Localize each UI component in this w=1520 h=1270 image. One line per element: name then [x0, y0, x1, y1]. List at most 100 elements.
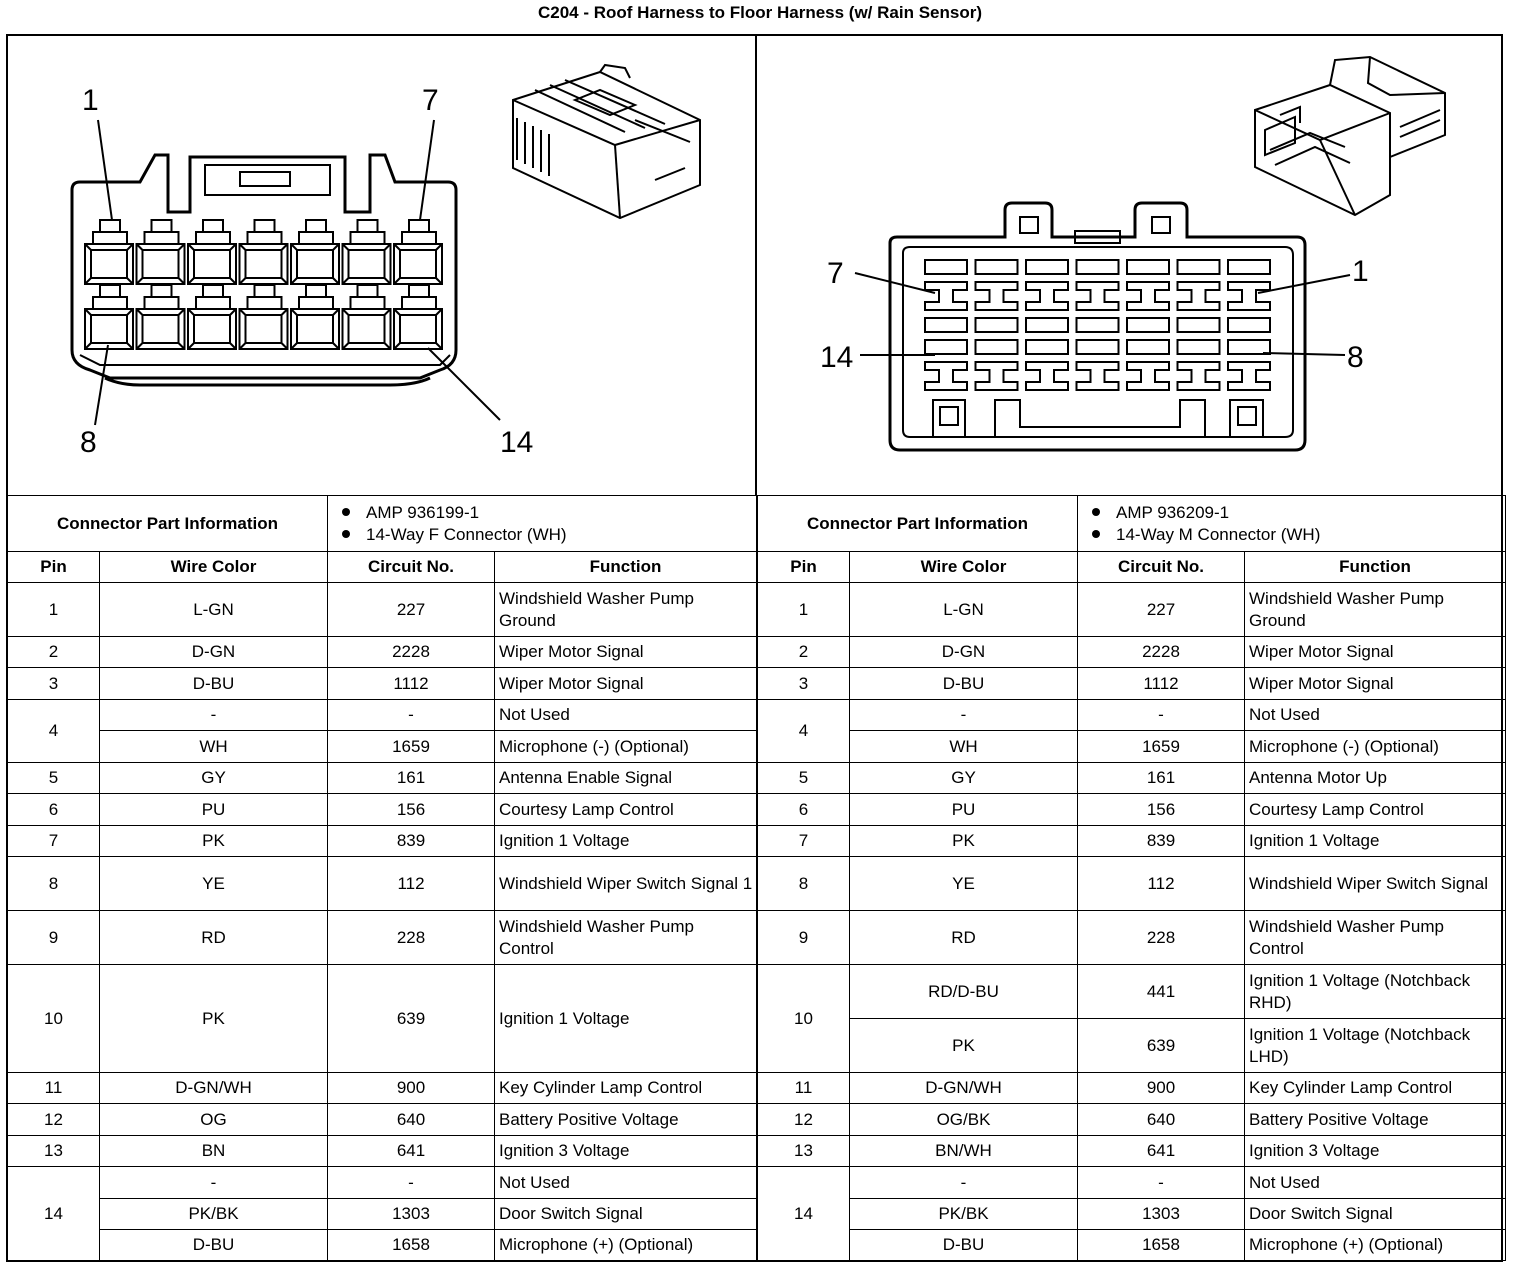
circuit-cell: 640: [327, 1103, 495, 1136]
table-row: 6 PU 156 Courtesy Lamp Control: [757, 793, 1506, 826]
male-connector-isometric-icon: [1254, 55, 1446, 217]
function-cell: Microphone (+) (Optional): [494, 1229, 757, 1261]
bullet-icon: [1092, 508, 1100, 517]
function-cell: Ignition 1 Voltage (Notchback LHD): [1244, 1018, 1506, 1073]
terminal-cavity: [393, 284, 443, 350]
circuit-cell: 1303: [327, 1198, 495, 1230]
circuit-cell: 641: [1077, 1135, 1245, 1167]
wire-color-cell: WH: [99, 730, 328, 763]
header-pin: Pin: [7, 551, 100, 583]
pin-cell: 4: [7, 699, 100, 763]
wire-color-cell: OG/BK: [849, 1103, 1078, 1136]
wire-color-cell: D-BU: [849, 1229, 1078, 1261]
function-cell: Windshield Wiper Switch Signal 1: [494, 856, 757, 911]
function-cell: Wiper Motor Signal: [494, 667, 757, 700]
female-connector-isometric-icon: [512, 63, 701, 220]
connector-type: 14-Way F Connector (WH): [366, 524, 567, 544]
table-row: 2 D-GN 2228 Wiper Motor Signal: [757, 636, 1506, 668]
header-wire-color: Wire Color: [99, 551, 328, 583]
circuit-cell: -: [1077, 1166, 1245, 1199]
circuit-cell: 156: [1077, 793, 1245, 826]
terminal-blade: [1075, 339, 1120, 391]
pin-label-1: 1: [82, 84, 99, 117]
function-cell: Key Cylinder Lamp Control: [494, 1072, 757, 1104]
function-cell: Windshield Washer Pump Control: [494, 910, 757, 965]
terminal-blade: [924, 339, 968, 391]
header-function: Function: [1244, 551, 1506, 583]
function-cell: Not Used: [1244, 699, 1506, 731]
part-info-label: Connector Part Information: [757, 495, 1078, 552]
pin-cell: 6: [757, 793, 850, 826]
left-connector-table: Connector Part Information AMP 936199-1 …: [7, 495, 757, 1261]
pin-cell: 10: [757, 964, 850, 1073]
terminal-blade: [1025, 339, 1069, 391]
bullet-icon: [342, 530, 350, 539]
function-cell: Door Switch Signal: [1244, 1198, 1506, 1230]
function-cell: Courtesy Lamp Control: [1244, 793, 1506, 826]
wire-color-cell: -: [849, 699, 1078, 731]
terminal-blade: [974, 259, 1019, 333]
circuit-cell: 640: [1077, 1103, 1245, 1136]
terminal-cavity: [187, 284, 237, 350]
pin-cell: 7: [7, 825, 100, 857]
wire-color-cell: PU: [849, 793, 1078, 826]
function-cell: Wiper Motor Signal: [1244, 667, 1506, 700]
pin-cell: 7: [757, 825, 850, 857]
function-cell: Ignition 1 Voltage (Notchback RHD): [1244, 964, 1506, 1019]
table-row: 3 D-BU 1112 Wiper Motor Signal: [757, 667, 1506, 700]
connector-type: 14-Way M Connector (WH): [1116, 524, 1321, 544]
wire-color-cell: D-GN: [99, 636, 328, 668]
table-row: D-BU 1658 Microphone (+) (Optional): [758, 1229, 1506, 1261]
wire-color-cell: BN: [99, 1135, 328, 1167]
terminal-cavity: [238, 219, 289, 285]
pin-cell: 10: [7, 964, 100, 1073]
header-pin: Pin: [757, 551, 850, 583]
table-row: 10 PK 639 Ignition 1 Voltage: [7, 964, 757, 1073]
right-connector-table: Connector Part Information AMP 936209-1 …: [757, 495, 1506, 1261]
function-cell: Battery Positive Voltage: [1244, 1103, 1506, 1136]
table-row: 1 L-GN 227 Windshield Washer Pump Ground: [757, 582, 1506, 637]
terminal-blade: [1126, 339, 1170, 391]
pin-cell: 3: [7, 667, 100, 700]
function-cell: Not Used: [494, 699, 757, 731]
terminal-cavity: [187, 219, 237, 285]
function-cell: Windshield Washer Pump Control: [1244, 910, 1506, 965]
wire-color-cell: OG: [99, 1103, 328, 1136]
table-row: PK/BK 1303 Door Switch Signal: [758, 1198, 1506, 1230]
circuit-cell: 228: [327, 910, 495, 965]
function-cell: Wiper Motor Signal: [494, 636, 757, 668]
header-wire-color: Wire Color: [849, 551, 1078, 583]
wire-color-cell: PK: [849, 825, 1078, 857]
terminal-cavity: [341, 219, 392, 285]
circuit-cell: 1659: [327, 730, 495, 763]
pin-label-7: 7: [827, 257, 844, 290]
circuit-cell: 1658: [1077, 1229, 1245, 1261]
wire-color-cell: D-BU: [849, 667, 1078, 700]
circuit-cell: 156: [327, 793, 495, 826]
terminal-cavity: [290, 219, 340, 285]
circuit-cell: 639: [1077, 1018, 1245, 1073]
terminal-cavity: [135, 284, 186, 350]
wire-color-cell: PK/BK: [99, 1198, 328, 1230]
pin-label-8: 8: [1347, 341, 1364, 374]
circuit-cell: 161: [327, 762, 495, 794]
wire-color-cell: L-GN: [99, 582, 328, 637]
terminal-cavity: [290, 284, 340, 350]
circuit-cell: 1303: [1077, 1198, 1245, 1230]
header-function: Function: [494, 551, 757, 583]
circuit-cell: 227: [1077, 582, 1245, 637]
table-row: 8 YE 112 Windshield Wiper Switch Signal …: [7, 856, 757, 911]
pin-cell: 5: [7, 762, 100, 794]
terminal-blade: [1075, 259, 1120, 333]
table-row: 4 - - Not Used: [7, 699, 757, 763]
pin-cell: 8: [757, 856, 850, 911]
pin-cell: 3: [757, 667, 850, 700]
wire-color-cell: L-GN: [849, 582, 1078, 637]
header-circuit-no: Circuit No.: [327, 551, 495, 583]
terminal-cavity: [238, 284, 289, 350]
pin-cell: 14: [7, 1166, 100, 1261]
function-cell: Ignition 1 Voltage: [494, 825, 757, 857]
page-title: C204 - Roof Harness to Floor Harness (w/…: [538, 3, 982, 22]
pin-cell: 12: [757, 1103, 850, 1136]
table-row: 12 OG/BK 640 Battery Positive Voltage: [757, 1103, 1506, 1136]
